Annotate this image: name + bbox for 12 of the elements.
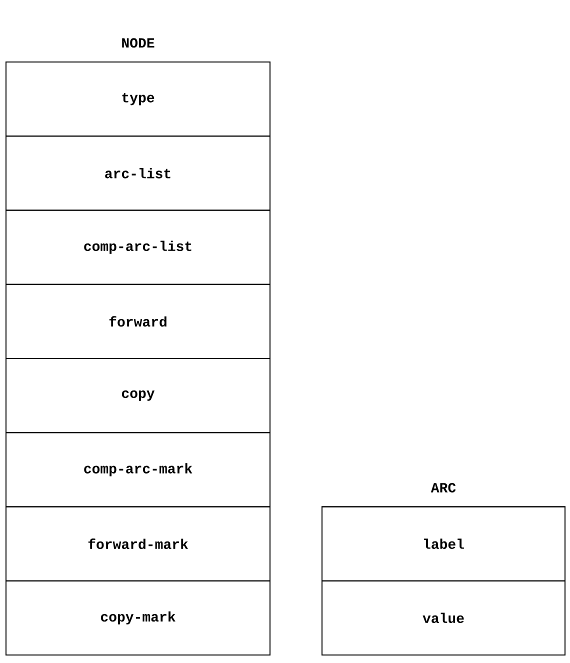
record-field: arc-list — [6, 136, 270, 211]
record-field: type — [6, 62, 270, 137]
record-field: comp-arc-mark — [6, 432, 270, 508]
record-field: forward-mark — [6, 506, 270, 582]
record-field: forward — [6, 284, 270, 359]
record-field: copy-mark — [6, 580, 270, 656]
node-label: ARC — [430, 482, 456, 492]
record-field: comp-arc-list — [6, 210, 270, 285]
record-field: value — [322, 580, 566, 656]
node-label: NODE — [122, 38, 154, 48]
record-field: label — [322, 506, 566, 582]
record-field: copy — [6, 358, 270, 434]
